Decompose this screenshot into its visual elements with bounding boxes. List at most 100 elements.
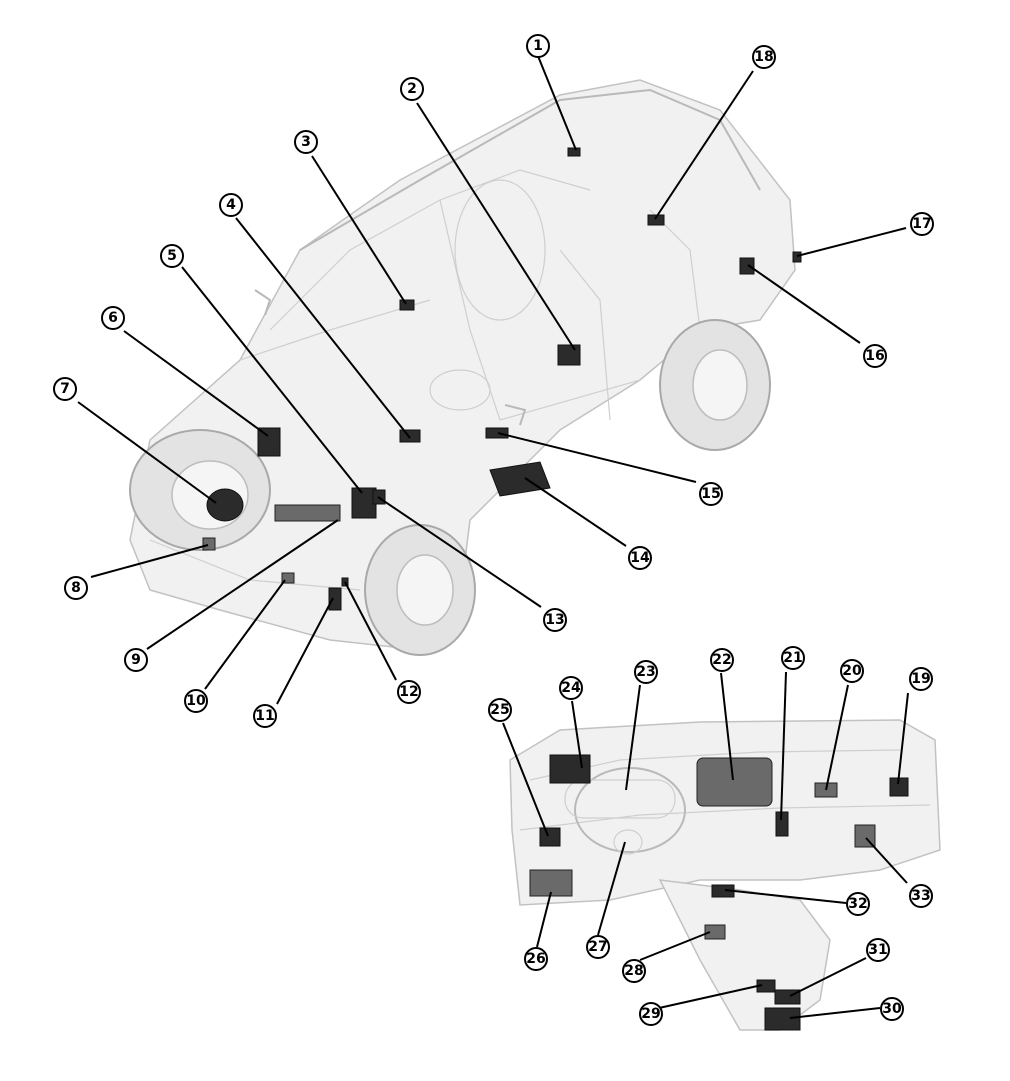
component-18 bbox=[647, 214, 665, 226]
callout-23: 23 bbox=[634, 660, 658, 684]
callout-6: 6 bbox=[101, 306, 125, 330]
component-6 bbox=[257, 427, 281, 457]
svg-text:23: 23 bbox=[636, 664, 655, 680]
svg-text:21: 21 bbox=[783, 650, 802, 666]
svg-text:32: 32 bbox=[848, 896, 867, 912]
component-26 bbox=[529, 869, 573, 897]
callout-31: 31 bbox=[866, 938, 890, 962]
callout-22: 22 bbox=[710, 648, 734, 672]
svg-text:10: 10 bbox=[186, 693, 206, 709]
component-14 bbox=[489, 461, 551, 497]
roof-line bbox=[299, 88, 761, 251]
callout-10: 10 bbox=[184, 689, 208, 713]
component-2 bbox=[557, 344, 581, 366]
center-display bbox=[696, 757, 773, 807]
component-3 bbox=[399, 299, 415, 311]
steering-wheel-outline bbox=[429, 369, 491, 411]
center-console bbox=[658, 879, 831, 1031]
left-mirror bbox=[254, 289, 272, 316]
svg-text:11: 11 bbox=[255, 708, 274, 724]
callout-29: 29 bbox=[639, 1002, 663, 1026]
callout-25: 25 bbox=[488, 698, 512, 722]
callout-3: 3 bbox=[294, 130, 318, 154]
callout-15: 15 bbox=[699, 482, 723, 506]
svg-text:7: 7 bbox=[60, 381, 70, 397]
component-30 bbox=[764, 1007, 801, 1031]
callout-7: 7 bbox=[53, 377, 77, 401]
dashboard-body bbox=[509, 719, 941, 906]
callout-9: 9 bbox=[124, 648, 148, 672]
svg-text:19: 19 bbox=[911, 671, 930, 687]
right-mirror bbox=[504, 404, 527, 426]
svg-text:27: 27 bbox=[588, 939, 607, 955]
callouts: 1 2 3 4 5 6 7 8 9 10 11 12 13 14 15 16 1… bbox=[53, 34, 934, 1026]
svg-text:28: 28 bbox=[624, 963, 643, 979]
callout-14: 14 bbox=[628, 546, 652, 570]
component-10 bbox=[281, 572, 295, 584]
callout-32: 32 bbox=[846, 892, 870, 916]
svg-text:30: 30 bbox=[882, 1001, 902, 1017]
component-15 bbox=[485, 427, 509, 439]
callout-17: 17 bbox=[910, 212, 934, 236]
callout-28: 28 bbox=[622, 959, 646, 983]
svg-text:26: 26 bbox=[526, 951, 545, 967]
callout-8: 8 bbox=[64, 576, 88, 600]
svg-text:13: 13 bbox=[545, 612, 564, 628]
dashboard-illustration bbox=[509, 719, 941, 1031]
callout-21: 21 bbox=[781, 646, 805, 670]
callout-1: 1 bbox=[526, 34, 550, 58]
callout-4: 4 bbox=[219, 193, 243, 217]
leader-lines bbox=[77, 55, 909, 1019]
hood-line bbox=[239, 299, 431, 361]
component-24 bbox=[549, 754, 591, 784]
svg-text:14: 14 bbox=[630, 550, 650, 566]
dash-steering-wheel bbox=[574, 767, 686, 853]
callout-26: 26 bbox=[524, 947, 548, 971]
svg-text:20: 20 bbox=[842, 663, 862, 679]
component-16 bbox=[739, 257, 755, 275]
component-25 bbox=[539, 827, 561, 847]
component-11 bbox=[328, 587, 342, 611]
svg-text:4: 4 bbox=[226, 197, 236, 213]
svg-text:1: 1 bbox=[533, 38, 543, 54]
callout-30: 30 bbox=[880, 997, 904, 1021]
svg-text:29: 29 bbox=[641, 1006, 660, 1022]
svg-text:3: 3 bbox=[301, 134, 311, 150]
svg-text:17: 17 bbox=[912, 216, 931, 232]
component-17 bbox=[792, 251, 802, 263]
component-8 bbox=[202, 537, 216, 551]
callout-16: 16 bbox=[863, 344, 887, 368]
component-1 bbox=[567, 147, 581, 157]
callout-24: 24 bbox=[559, 676, 583, 700]
svg-text:12: 12 bbox=[399, 684, 418, 700]
component-7 bbox=[206, 488, 244, 522]
callout-12: 12 bbox=[397, 680, 421, 704]
callout-33: 33 bbox=[909, 884, 933, 908]
component-4 bbox=[399, 429, 421, 443]
svg-text:2: 2 bbox=[407, 81, 417, 97]
component-5 bbox=[351, 487, 377, 519]
rear-seat bbox=[454, 179, 546, 321]
callout-2: 2 bbox=[400, 77, 424, 101]
vehicle-illustration bbox=[129, 79, 796, 656]
rear-right-rim bbox=[692, 349, 748, 421]
front-right-rim bbox=[396, 554, 454, 626]
svg-text:24: 24 bbox=[561, 680, 581, 696]
dash-mid-line bbox=[519, 804, 931, 831]
callout-19: 19 bbox=[909, 667, 933, 691]
callout-20: 20 bbox=[840, 659, 864, 683]
component-9 bbox=[274, 504, 341, 522]
svg-text:6: 6 bbox=[108, 310, 118, 326]
svg-text:8: 8 bbox=[71, 580, 81, 596]
svg-text:15: 15 bbox=[701, 486, 720, 502]
svg-text:22: 22 bbox=[712, 652, 731, 668]
svg-text:9: 9 bbox=[131, 652, 141, 668]
dash-steering-hub bbox=[613, 829, 643, 855]
svg-text:25: 25 bbox=[490, 702, 509, 718]
svg-text:16: 16 bbox=[865, 348, 884, 364]
callout-5: 5 bbox=[160, 244, 184, 268]
callout-27: 27 bbox=[586, 935, 610, 959]
callout-18: 18 bbox=[752, 45, 776, 69]
